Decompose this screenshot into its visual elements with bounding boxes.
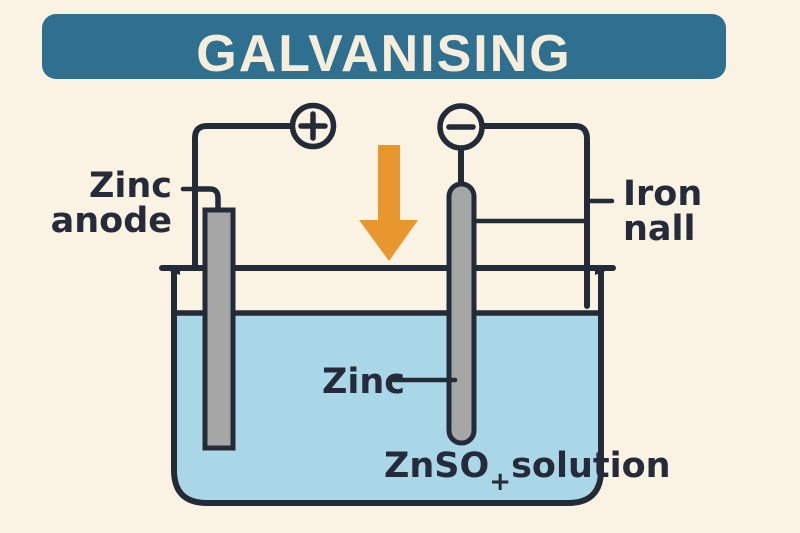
title-banner: GALVANISING [42, 14, 726, 83]
zinc-coating-label: Zinc [322, 362, 405, 402]
iron-nail-label-line1: Iron [623, 174, 702, 214]
beaker [159, 265, 616, 506]
positive-terminal [289, 102, 337, 150]
beaker-right-lip [595, 268, 613, 275]
iron-nail [446, 181, 477, 446]
plus-icon [298, 111, 328, 141]
solution-label: ZnSO+solution [384, 446, 671, 497]
solution-subscript: + [489, 467, 511, 497]
zinc-anode-label-line2: anode [51, 201, 172, 241]
circuit-wires [180, 123, 615, 309]
down-arrow-icon [359, 145, 418, 261]
labels: Zinc anode Iron nall Zinc ZnSO+solution [51, 166, 703, 497]
solution-suffix: solution [511, 446, 670, 486]
anode-wire [192, 123, 297, 269]
zinc-anode-electrode [202, 207, 236, 451]
title-banner-background [42, 14, 726, 79]
anode-branch-wire [192, 186, 221, 216]
negative-terminal [437, 103, 485, 151]
cathode-wire [480, 123, 590, 309]
beaker-outline [171, 265, 604, 506]
solution-formula: ZnSO [384, 446, 489, 486]
iron-nail-label-line2: nall [623, 209, 696, 249]
page-title: GALVANISING [196, 25, 571, 83]
zinc-anode-label-line1: Zinc [89, 166, 172, 206]
beaker-left-lip [162, 268, 180, 275]
znso4-solution [177, 313, 598, 500]
